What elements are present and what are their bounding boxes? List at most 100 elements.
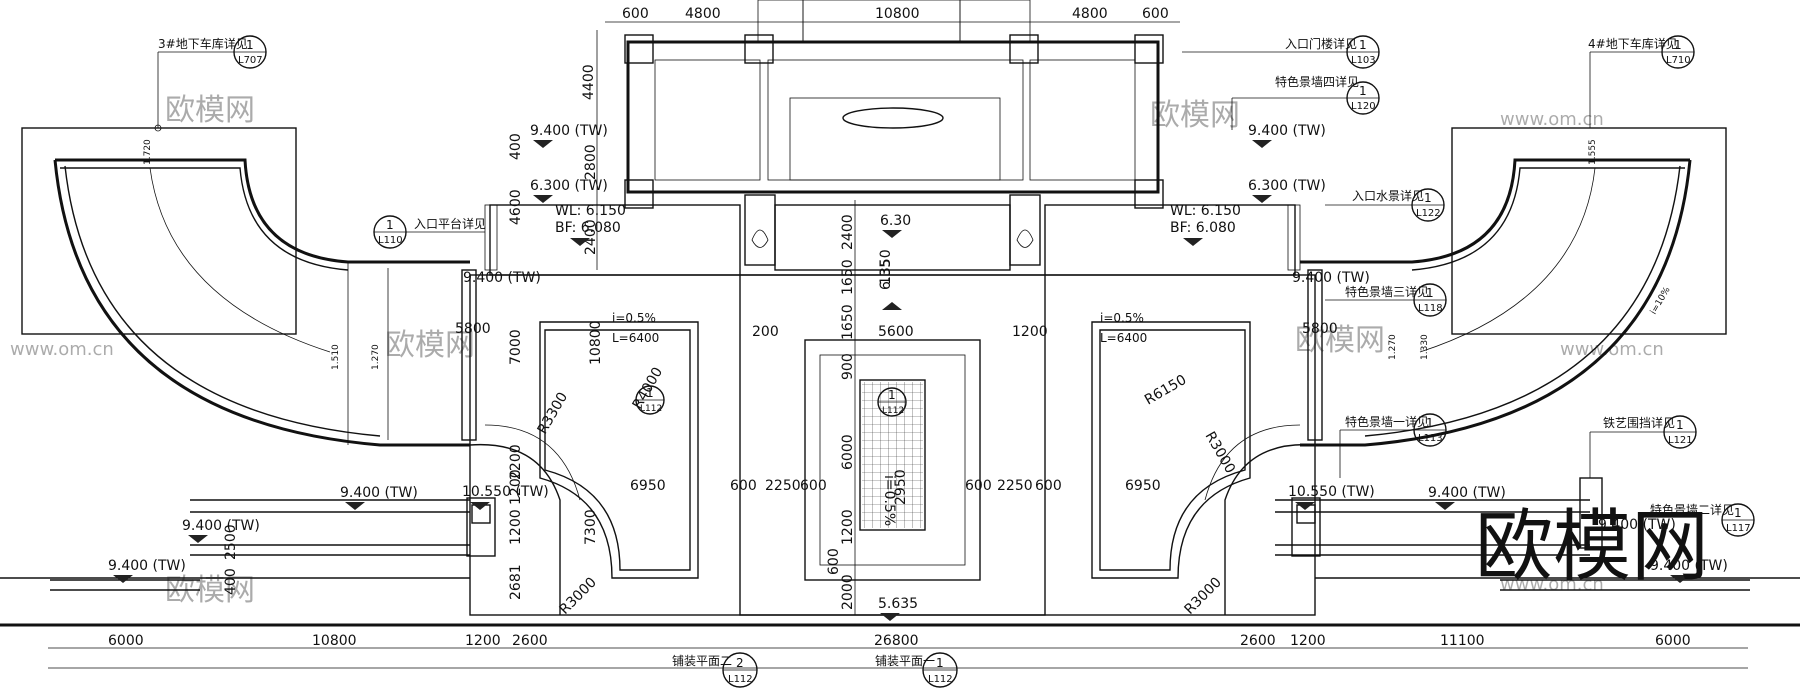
left-ramp-inner-edge bbox=[55, 158, 470, 264]
dim-v: 6000 bbox=[840, 434, 856, 470]
bf-label: BF: 6.080 bbox=[1170, 220, 1236, 236]
gate-column bbox=[1009, 34, 1039, 64]
callout-num: 1 bbox=[1676, 418, 1684, 432]
dim-1200: 1200 bbox=[1012, 324, 1048, 340]
lower-walls bbox=[50, 477, 1750, 591]
watermark-url: www.om.cn bbox=[1560, 339, 1664, 360]
right-garage-ramp bbox=[1300, 127, 1727, 447]
elev-triangle bbox=[1670, 575, 1690, 583]
left-garage-box bbox=[21, 127, 297, 335]
stone-edge bbox=[484, 204, 498, 271]
radius-label: R6150 bbox=[1142, 372, 1189, 409]
dim-v: 2200 bbox=[508, 444, 524, 480]
gate-stone-pillar bbox=[757, 0, 804, 43]
site-road bbox=[0, 577, 1800, 627]
right-ramp-centerline bbox=[1419, 167, 1596, 353]
watermark: 欧模网 bbox=[165, 93, 255, 128]
elev-label: 9.400 (TW) bbox=[182, 518, 260, 534]
dim-400: 400 bbox=[508, 133, 524, 160]
length-label: L=6400 bbox=[612, 331, 659, 345]
center-panel-frame bbox=[804, 339, 981, 581]
brand-watermark-logo: 欧模网 bbox=[1475, 502, 1709, 592]
dim-600: 600 bbox=[800, 478, 827, 494]
elev-label: 6.30 bbox=[880, 213, 911, 229]
watermark-url: www.om.cn bbox=[10, 339, 114, 360]
dim-v: 7000 bbox=[508, 329, 524, 365]
entrance-gate-building bbox=[624, 0, 1164, 209]
elev-label: 9.400 (TW) bbox=[1598, 517, 1676, 533]
callout-num: 1 bbox=[1426, 416, 1434, 430]
slope-label: i=0.5% bbox=[1100, 311, 1144, 325]
dim-v: 1350 bbox=[878, 249, 894, 285]
callout-ref: L121 bbox=[1668, 435, 1693, 446]
left-planter-box bbox=[466, 497, 496, 557]
right-plaza-curve bbox=[1224, 443, 1316, 615]
dim-600: 600 bbox=[1035, 478, 1062, 494]
callouts: 1 L707 3#地下车库详见 1 L710 4#地下车库详见 1 L103 入… bbox=[154, 35, 1755, 537]
elev-label: 9.400 (TW) bbox=[340, 485, 418, 501]
dim-v: 1200 bbox=[508, 509, 524, 545]
slope-label: i=0.5% bbox=[881, 475, 897, 526]
elev-triangle bbox=[880, 613, 900, 621]
level-label: 1.555 bbox=[1588, 139, 1598, 165]
callout-ref: L112 bbox=[640, 404, 662, 414]
dim-4600: 4600 bbox=[508, 189, 524, 225]
dim-bottom: 2600 bbox=[512, 633, 548, 649]
lion-statue-right bbox=[1009, 194, 1041, 266]
right-low-walls bbox=[1275, 499, 1750, 591]
gate-oval-feature bbox=[842, 107, 944, 129]
callout-ref: L122 bbox=[1416, 208, 1441, 219]
right-plaza-curve bbox=[1204, 424, 1301, 501]
dim-v: 2400 bbox=[840, 214, 856, 250]
dim-bottom: 1200 bbox=[465, 633, 501, 649]
leader-dot bbox=[154, 124, 162, 132]
elev-triangle bbox=[188, 535, 208, 543]
elev-label: 9.400 (TW) bbox=[463, 270, 541, 286]
callout-num: 1 bbox=[1426, 286, 1434, 300]
dim-bottom: 6000 bbox=[108, 633, 144, 649]
dim-v: 400 bbox=[223, 568, 239, 595]
dim-2800: 2800 bbox=[583, 144, 599, 180]
elev-label: 10.550 (TW) bbox=[1288, 484, 1375, 500]
right-ramp-inner-edge bbox=[1300, 158, 1690, 264]
dim-v: 2500 bbox=[223, 524, 239, 560]
callout-ref: L103 bbox=[1351, 55, 1376, 66]
watermark-url: www.om.cn bbox=[1500, 109, 1604, 130]
dim-v: 1200 bbox=[840, 509, 856, 545]
dim-bottom: 6000 bbox=[1655, 633, 1691, 649]
radius-label: R3000 bbox=[1182, 574, 1225, 617]
railing-post bbox=[1579, 477, 1603, 549]
center-panel-inner bbox=[819, 354, 966, 566]
right-planter-box bbox=[1291, 497, 1321, 557]
elev-triangle bbox=[533, 195, 553, 203]
dim-2250: 2250 bbox=[765, 478, 801, 494]
dim-4800: 4800 bbox=[685, 6, 721, 22]
stone-edge bbox=[1287, 204, 1301, 271]
watermark: 欧模网 bbox=[1295, 323, 1385, 358]
gate-column bbox=[744, 34, 774, 64]
dim-2950: 2950 bbox=[893, 469, 909, 505]
elev-label: 9.400 (TW) bbox=[1248, 123, 1326, 139]
bf-label: BF: 6.080 bbox=[555, 220, 621, 236]
callout-label: 4#地下车库详见 bbox=[1588, 36, 1678, 51]
elevation-markers: 9.400 (TW) 6.300 (TW) WL: 6.150 BF: 6.08… bbox=[108, 123, 1728, 621]
callout-label: 特色景墙一详见 bbox=[1345, 414, 1429, 429]
left-plaza-curve bbox=[469, 443, 561, 615]
dim-600: 600 bbox=[730, 478, 757, 494]
watermarks: 欧模网 欧模网 欧模网 欧模网 欧模网 www.om.cn www.om.cn … bbox=[10, 93, 1664, 608]
callout-ref: L112 bbox=[882, 406, 904, 416]
elev-triangle bbox=[470, 502, 490, 510]
plan-ref: L112 bbox=[928, 674, 953, 685]
watermark: 欧模网 bbox=[1150, 98, 1240, 133]
slope-label: i=0.5% bbox=[612, 311, 656, 325]
callout-num: 1 bbox=[1424, 191, 1432, 205]
dim-bottom: 10800 bbox=[312, 633, 357, 649]
dim-4800: 4800 bbox=[1072, 6, 1108, 22]
dim-v: 10800 bbox=[588, 320, 604, 365]
plan-title: 铺装平面一 bbox=[875, 654, 935, 668]
callout-ref: L707 bbox=[238, 55, 263, 66]
plan-title: 铺装平面二 bbox=[672, 654, 732, 668]
dim-v: 7300 bbox=[583, 509, 599, 545]
callout-num: 1 bbox=[246, 38, 254, 52]
lion-icon bbox=[751, 229, 769, 248]
